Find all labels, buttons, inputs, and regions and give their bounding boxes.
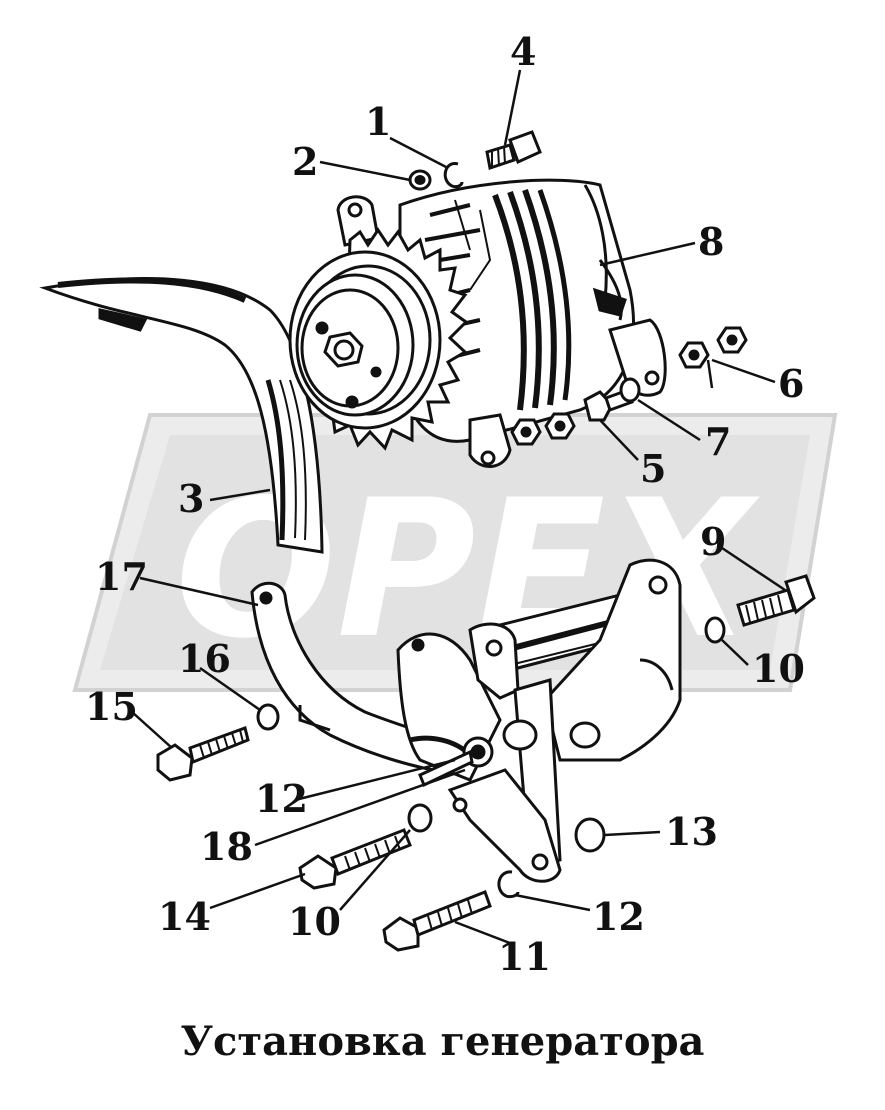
callout-12-lower: 12 [592, 894, 645, 939]
callout-13: 13 [665, 809, 718, 854]
part-7-washer [619, 377, 641, 403]
part-11-bolt [382, 890, 492, 952]
part-15-bolt [156, 726, 250, 782]
part-10-lock-washer-right [704, 616, 726, 644]
part-9-bolt [736, 574, 816, 627]
figure-caption: Установка генератора [180, 1018, 705, 1065]
callout-10-right: 10 [752, 646, 805, 691]
callout-9: 9 [700, 519, 726, 564]
bracket-assembly [396, 558, 682, 883]
part-18-washer [407, 803, 433, 833]
part-13-washer [574, 817, 606, 853]
callout-6: 6 [778, 361, 804, 406]
part-8-alternator [288, 178, 667, 468]
part-12-lock-washer-lower [497, 870, 520, 899]
part-16-washer [256, 703, 280, 731]
callout-11: 11 [498, 934, 551, 979]
callout-18: 18 [200, 824, 253, 869]
callout-17: 17 [95, 554, 148, 599]
callout-16: 16 [178, 636, 231, 681]
part-1-lock-washer [443, 162, 464, 189]
part-3-tension-strap [39, 277, 324, 554]
callout-3: 3 [178, 476, 204, 521]
callout-12-upper: 12 [255, 776, 308, 821]
callout-10-lower: 10 [288, 899, 341, 944]
part-4-bolt [485, 130, 542, 170]
part-6-nuts [510, 326, 748, 446]
callout-4: 4 [510, 29, 536, 74]
callout-8: 8 [698, 219, 724, 264]
callout-15: 15 [85, 684, 138, 729]
part-2-washer [408, 169, 432, 191]
callout-labels: 1 2 3 4 5 6 7 8 9 10 10 11 12 12 13 14 1… [85, 29, 805, 979]
part-14-bolt [298, 828, 412, 890]
callout-2: 2 [292, 139, 318, 184]
leader-lines [131, 69, 786, 947]
callout-7: 7 [705, 419, 731, 464]
callout-1: 1 [365, 99, 391, 144]
callout-5: 5 [640, 446, 666, 491]
callout-14: 14 [158, 894, 211, 939]
